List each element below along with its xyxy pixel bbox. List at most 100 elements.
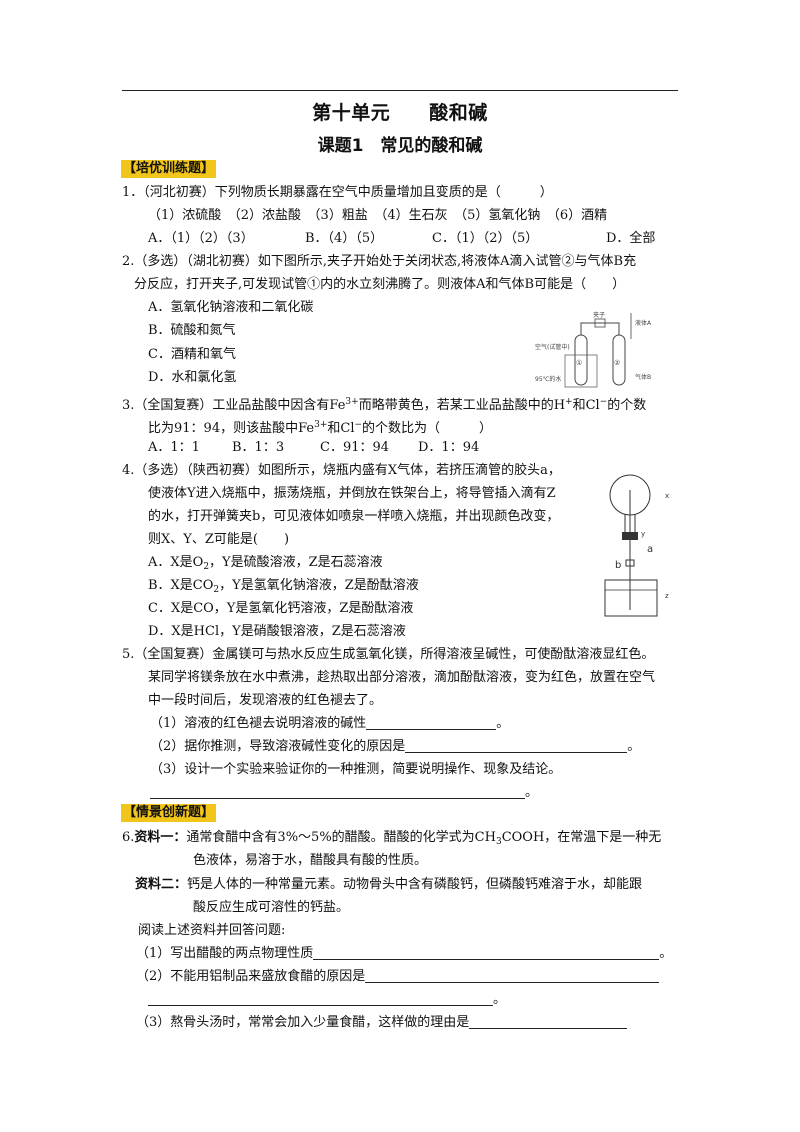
q4-option-c: C．X是CO，Y是氢氧化钙溶液，Z是酚酞溶液: [148, 601, 414, 616]
q4-a-sub: 2: [203, 562, 210, 572]
q5-part2-text: （2）据你推测，导致溶液碱性变化的原因是: [150, 739, 406, 754]
section-training-heading: 【培优训练题】: [121, 160, 217, 178]
q6-answer-blank-3[interactable]: [469, 1014, 628, 1029]
q3-sup-cl: −: [599, 397, 608, 407]
q1-option-c: C．（1）（2）（5）: [432, 231, 539, 246]
q2-number: 2.: [122, 254, 135, 269]
q6-material2-label: 资料二：: [135, 877, 188, 892]
q6-material2-line1: 资料二：钙是人体的一种常量元素。动物骨头中含有磷酸钙，但磷酸钙难溶于水，却能跟: [135, 876, 642, 894]
connecting-tube: [580, 322, 620, 335]
q5-part2: （2）据你推测，导致溶液碱性变化的原因是 。: [150, 738, 640, 756]
q6-material2-line2: 酸反应生成可溶性的钙盐。: [193, 900, 350, 915]
beaker: [604, 579, 658, 617]
q3-sup-fe: 3+: [345, 397, 359, 407]
q4-b-pre: B．X是CO: [148, 578, 214, 593]
q4-b-sub: 2: [213, 585, 220, 595]
q4-option-d: D．X是HCl，Y是硝酸银溶液，Z是石蕊溶液: [148, 624, 406, 639]
q5-text1: （全国复赛）金属镁可与热水反应生成氢氧化镁，所得溶液呈碱性，可使酚酞溶液显红色。: [134, 647, 655, 662]
q3-text2b: 和Cl: [327, 421, 355, 436]
q5-answer-blank-2[interactable]: [405, 738, 628, 753]
q5-stem-line1: 5.（全国复赛）金属镁可与热水反应生成氢氧化镁，所得溶液呈碱性，可使酚酞溶液显红…: [122, 646, 654, 664]
fig-label-y: y: [641, 530, 645, 538]
q5-stem-line2: 某同学将镁条放在水中煮沸，趁热取出部分溶液，滴加酚酞溶液，变为红色，放置在空气: [148, 670, 656, 685]
beaker-95c-water: [564, 354, 598, 388]
fig-label-b: b: [615, 560, 621, 571]
q6-part2-end: 。: [493, 992, 507, 1007]
q6-answer-blank-2[interactable]: [365, 968, 660, 983]
q3-stem-line2: 比为91：94，则该盐酸中Fe3+和Cl−的个数比为（ ）: [148, 416, 492, 438]
q2-option-d: D．水和氯化氢: [148, 370, 237, 385]
q3-text2a: 比为91：94，则该盐酸中Fe: [148, 421, 315, 436]
q3-text2c: 的个数比为（ ）: [362, 421, 493, 436]
q3-option-b: B．1：3: [232, 440, 285, 455]
q6-material1-label: 资料一：: [134, 830, 187, 845]
q3-text1c: 和Cl: [572, 398, 600, 413]
q2-stem-line1: 2.（多选）（湖北初赛）如下图所示,夹子开始处于关闭状态,将液体A滴入试管②与气…: [122, 253, 636, 271]
q1-option-d: D．全部: [606, 231, 656, 246]
q4-stem-line3: 的水，打开弹簧夹b，可见液体如喷泉一样喷入烧瓶，并出现颜色改变，: [148, 509, 560, 524]
q5-part3: （3）设计一个实验来验证你的一种推测，简要说明操作、现象及结论。: [150, 762, 562, 777]
q6-answer-blank-2b[interactable]: [148, 991, 493, 1006]
q3-sup-cl-2: −: [354, 420, 363, 430]
q6-m1-text-a: 通常食醋中含有3%～5%的醋酸。醋酸的化学式为CH: [186, 830, 496, 845]
q4-text1: （多选）（陕西初赛）如图所示，烧瓶内盛有X气体，若挤压滴管的胶头a，: [134, 463, 561, 478]
fig-tube2-number: ②: [614, 359, 620, 367]
q4-option-b: B．X是CO2，Y是氢氧化钠溶液，Z是酚酞溶液: [148, 577, 419, 599]
q6-m1-sub: 3: [495, 837, 502, 847]
q1-option-b: B．（4）（5）: [305, 231, 384, 246]
fig-tube1-label: 空气(试管中): [535, 343, 570, 351]
q5-answer-blank-3[interactable]: [150, 784, 525, 799]
q5-answer-blank-1[interactable]: [366, 715, 497, 730]
q3-sup-fe-2: 3+: [314, 420, 328, 430]
q2-option-b: B．硫酸和氮气: [148, 323, 236, 338]
fig-label-a: a: [647, 544, 653, 555]
q4-stem-line2: 使液体Y进入烧瓶中，振荡烧瓶，并倒放在铁架台上，将导管插入滴有Z: [148, 486, 556, 501]
q1-items: （1）浓硫酸 （2）浓盐酸 （3）粗盐 （4）生石灰 （5）氢氧化钠 （6）酒精: [148, 208, 608, 223]
q4-stem-line1: 4.（多选）（陕西初赛）如图所示，烧瓶内盛有X气体，若挤压滴管的胶头a，: [122, 462, 561, 480]
q5-part1-text: （1）溶液的红色褪去说明溶液的碱性: [150, 716, 367, 731]
q6-part1-end: 。: [659, 946, 673, 961]
fig-label-z: z: [665, 592, 669, 600]
q1-text: （河北初赛）下列物质长期暴露在空气中质量增加且变质的是（ ）: [143, 185, 553, 200]
fig-label-x: x: [665, 492, 669, 500]
q6-part1-text: （1）写出醋酸的两点物理性质: [136, 946, 314, 961]
q6-instruction: 阅读上述资料并回答问题:: [138, 923, 286, 938]
q4-stem-line4: 则X、Y、Z可能是( ): [148, 532, 290, 547]
q6-answer-blank-1[interactable]: [313, 945, 660, 960]
spring-clip-b: [625, 559, 635, 567]
section-scenario-heading: 【情景创新题】: [121, 804, 217, 822]
q3-sup-h: +: [565, 397, 573, 407]
q2-text1: （多选）（湖北初赛）如下图所示,夹子开始处于关闭状态,将液体A滴入试管②与气体B…: [134, 254, 637, 269]
q5-part1: （1）溶液的红色褪去说明溶液的碱性 。: [150, 715, 509, 733]
q5-part2-end: 。: [627, 739, 641, 754]
q3-option-a: A．1：1: [148, 440, 200, 455]
q6-part3-text: （3）熬骨头汤时，常常会加入少量食醋，这样做的理由是: [136, 1015, 470, 1030]
q2-apparatus-figure: 夹子 液体A 气体B 95℃的水 空气(试管中) ① ②: [535, 311, 652, 388]
q5-part1-end: 。: [496, 716, 510, 731]
q1-stem: 1．（河北初赛）下列物质长期暴露在空气中质量增加且变质的是（ ）: [122, 184, 553, 202]
q6-m1-text-b: COOH，在常温下是一种无: [501, 830, 662, 845]
fig-clip-label: 夹子: [593, 311, 605, 319]
q3-option-c: C．91：94: [320, 440, 390, 455]
unit-title: 第十单元 酸和碱: [312, 102, 488, 124]
q3-stem-line1: 3.（全国复赛）工业品盐酸中因含有Fe3+而略带黄色，若某工业品盐酸中的H+和C…: [122, 393, 646, 415]
q5-stem-line3: 中一段时间后，发现溶液的红色褪去了。: [148, 693, 383, 708]
q1-number: 1．: [122, 185, 144, 200]
q6-part3: （3）熬骨头汤时，常常会加入少量食醋，这样做的理由是: [136, 1014, 628, 1032]
fig-gas-b-label: 气体B: [635, 373, 651, 381]
q6-part2: （2）不能用铝制品来盛放食醋的原因是: [136, 968, 660, 986]
q2-stem-line2: 分反应，打开夹子,可发现试管①内的水立刻沸腾了。则液体A和气体B可能是（ ）: [134, 277, 626, 292]
q5-number: 5.: [122, 647, 135, 662]
q6-material1-line2: 色液体，易溶于水，醋酸具有酸的性质。: [193, 853, 428, 868]
q6-m2-text: 钙是人体的一种常量元素。动物骨头中含有磷酸钙，但磷酸钙难溶于水，却能跟: [187, 877, 643, 892]
fig-water-label: 95℃的水: [535, 375, 561, 383]
q4-number: 4.: [122, 463, 135, 478]
q6-part2-text: （2）不能用铝制品来盛放食醋的原因是: [136, 969, 366, 984]
q4-b-post: ，Y是氢氧化钠溶液，Z是酚酞溶液: [219, 578, 419, 593]
q5-part3-end: 。: [525, 785, 539, 800]
q1-option-a: A．（1）（2）（3）: [148, 231, 254, 246]
q4-a-post: ，Y是硫酸溶液，Z是石蕊溶液: [209, 555, 383, 570]
q3-number: 3.: [122, 398, 135, 413]
header-rule: [122, 90, 678, 91]
